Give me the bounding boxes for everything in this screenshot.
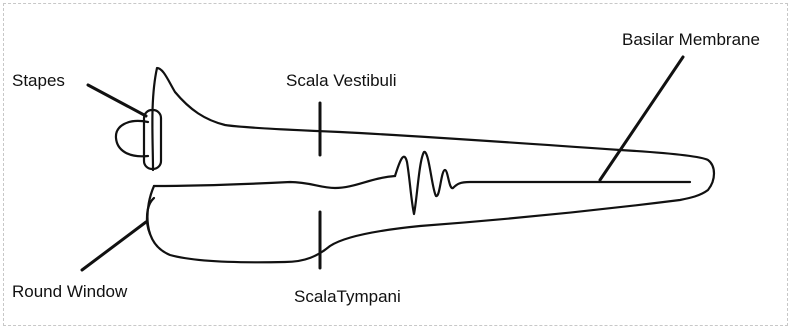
round-window-pointer <box>82 222 146 270</box>
basilar-membrane-label: Basilar Membrane <box>622 30 760 49</box>
stapes-label: Stapes <box>12 71 65 90</box>
scala-vestibuli-label: Scala Vestibuli <box>286 71 397 90</box>
basilar-membrane-line <box>154 176 395 188</box>
round-window-label: Round Window <box>12 282 128 301</box>
basilar-membrane-pointer <box>600 57 683 180</box>
scala-tympani-label: ScalaTympani <box>294 287 401 306</box>
stapes-pointer <box>88 85 146 116</box>
scala-vestibuli-outline <box>147 68 714 262</box>
